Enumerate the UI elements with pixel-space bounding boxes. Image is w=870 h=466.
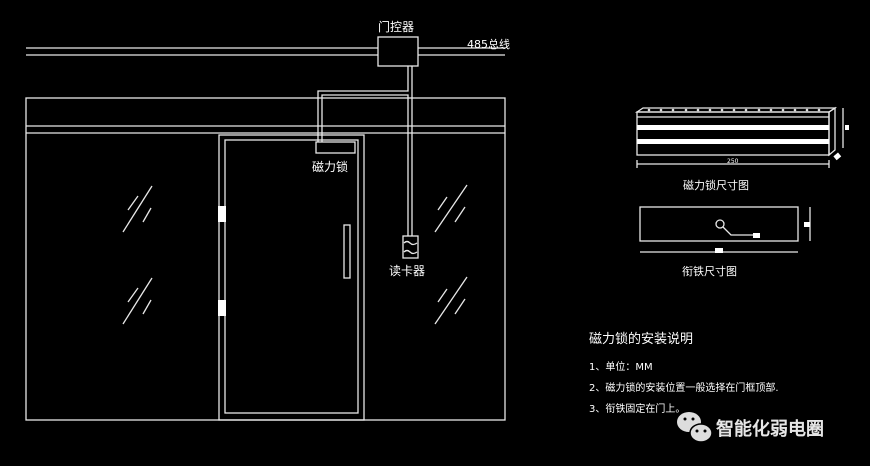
note-item: 1、单位：MM xyxy=(589,360,653,373)
card-reader-label: 读卡器 xyxy=(389,264,425,278)
armature-dim-title: 衔铁尺寸图 xyxy=(682,264,737,278)
door xyxy=(218,134,365,421)
door-controller-box xyxy=(377,36,419,67)
mag-lock-dim-title: 磁力锁尺寸图 xyxy=(683,178,749,192)
armature-dimension-drawing xyxy=(639,206,811,253)
mag-lock-dimension-drawing xyxy=(634,106,849,168)
door-handle xyxy=(343,224,351,279)
door-frame xyxy=(25,97,506,421)
mag-lock-label: 磁力锁 xyxy=(312,159,348,174)
hinge-top xyxy=(218,206,226,222)
glass-reflection-marks xyxy=(122,184,468,325)
bus-lines xyxy=(26,47,505,56)
note-item: 2、磁力锁的安装位置一般选择在门框顶部. xyxy=(589,381,779,394)
note-item: 3、衔铁固定在门上。 xyxy=(589,402,685,415)
wires xyxy=(317,66,413,236)
card-reader xyxy=(402,235,419,259)
hinge-bottom xyxy=(218,300,226,316)
magnetic-lock xyxy=(315,141,356,154)
notes-title: 磁力锁的安装说明 xyxy=(589,331,693,347)
controller-label: 门控器 xyxy=(378,19,414,34)
watermark-text: 智能化弱电圈 xyxy=(716,418,824,440)
wechat-logo-icon xyxy=(677,412,713,443)
mag-lock-length: 250 xyxy=(727,158,739,165)
bus-label: 485总线 xyxy=(467,37,510,51)
